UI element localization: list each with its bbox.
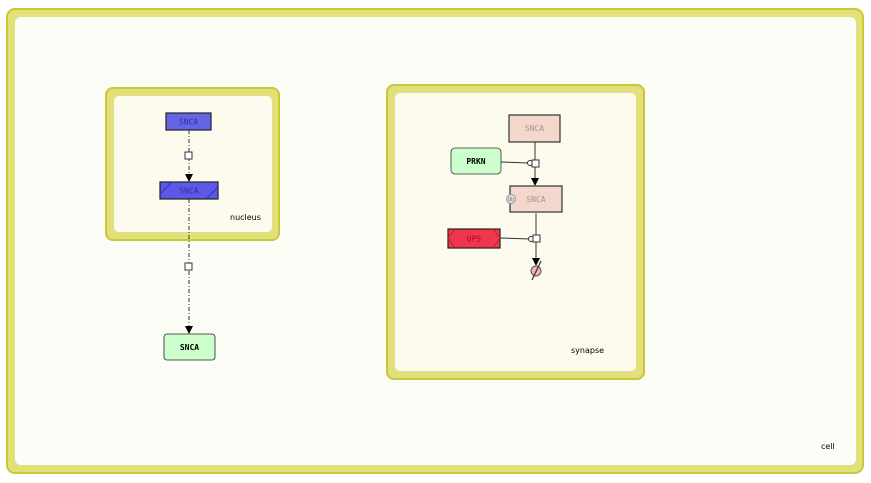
svg-text:SNCA: SNCA (179, 118, 198, 127)
process-node[interactable] (184, 151, 193, 160)
svg-text:UPS: UPS (467, 235, 482, 244)
node-snca-nucleus-mid[interactable]: SNCA (159, 181, 219, 200)
svg-text:SNCA: SNCA (525, 124, 544, 133)
svg-text:SNCA: SNCA (526, 195, 545, 204)
process-node[interactable] (531, 159, 540, 168)
node-ups[interactable]: UPS (447, 228, 501, 249)
node-snca-cytosol[interactable]: SNCA (163, 333, 216, 361)
degradation-sink-icon (530, 260, 542, 281)
svg-text:Ub: Ub (508, 197, 514, 203)
compartment-label-synapse: synapse (571, 346, 604, 355)
ubiquitin-modification: Ub (506, 194, 516, 204)
node-snca-nucleus-top[interactable]: SNCA (165, 112, 212, 131)
compartment-label-cell: cell (821, 442, 835, 451)
node-prkn[interactable]: PRKN (450, 147, 502, 175)
svg-text:PRKN: PRKN (466, 157, 485, 166)
svg-text:SNCA: SNCA (179, 187, 198, 196)
process-node[interactable] (532, 234, 541, 243)
process-node[interactable] (184, 262, 193, 271)
compartment-nucleus[interactable]: nucleus (105, 87, 280, 241)
compartment-label-nucleus: nucleus (230, 213, 261, 222)
svg-text:SNCA: SNCA (180, 343, 199, 352)
node-snca-synapse-ub[interactable]: SNCA Ub (506, 185, 563, 213)
node-snca-synapse-top[interactable]: SNCA (508, 114, 561, 143)
